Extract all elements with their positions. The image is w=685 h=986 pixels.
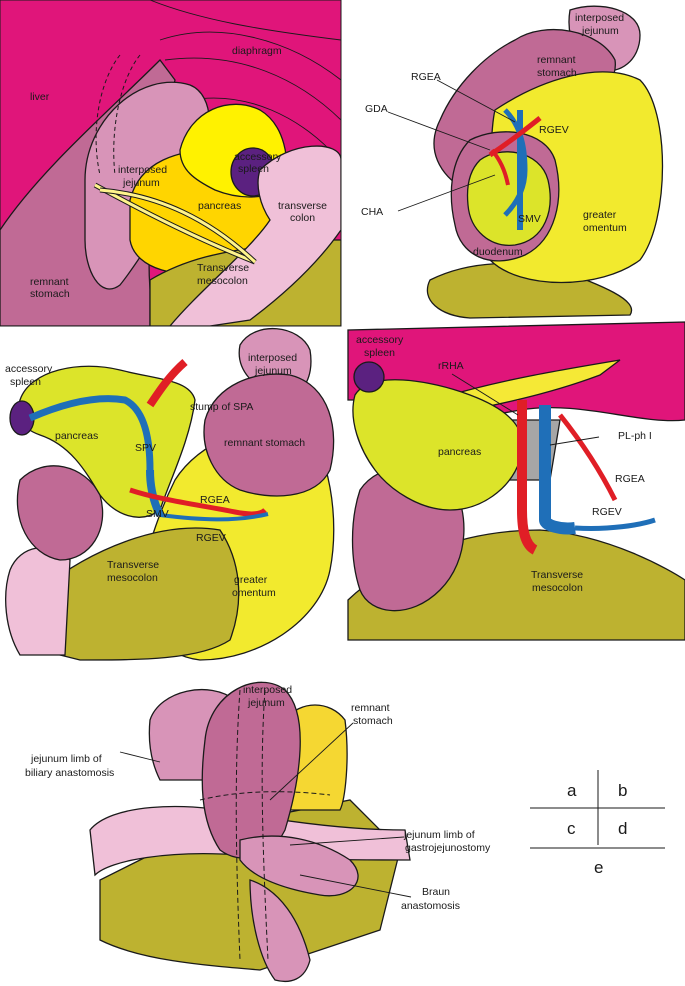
panel-e: interposed jejunum remnant stomach jejun…	[25, 681, 491, 983]
label-c-pancreas: pancreas	[55, 430, 98, 442]
label-c-greater-omentum-1: greater	[234, 574, 268, 586]
label-e-biliary-limb-2: biliary anastomosis	[25, 767, 114, 779]
label-e-remnant-stomach-2: stomach	[353, 715, 393, 727]
panel-d-rgev-vessel	[574, 517, 656, 531]
label-c-remnant-stomach: remnant stomach	[224, 437, 305, 449]
label-c-rgea: RGEA	[200, 494, 230, 506]
legend-a: a	[567, 781, 577, 800]
label-b-rgea: RGEA	[411, 71, 441, 83]
label-e-braun-1: Braun	[422, 886, 450, 898]
panel-c-colon	[5, 547, 71, 656]
panel-legend: a b c d e	[530, 770, 665, 877]
label-c-spv: SPV	[135, 442, 156, 454]
panel-c-transverse-mesocolon	[39, 527, 240, 661]
label-c-transverse-mesocolon-2: mesocolon	[107, 572, 158, 584]
label-c-stump-of-spa: stump of SPA	[190, 401, 253, 413]
panel-c-spv-vessel	[28, 395, 154, 471]
label-c-accessory-spleen-1: accessory	[5, 363, 53, 375]
label-b-rgev: RGEV	[539, 124, 569, 136]
label-b-interposed-jejunum-1: interposed	[575, 12, 624, 24]
label-a-interposed-jejunum-1: interposed	[118, 164, 167, 176]
panel-d-rrha-vessel	[517, 400, 538, 555]
legend-d: d	[618, 819, 627, 838]
label-d-transverse-mesocolon-2: mesocolon	[532, 582, 583, 594]
legend-e: e	[594, 858, 603, 877]
label-a-diaphragm: diaphragm	[232, 45, 282, 57]
label-a-accessory-spleen-2: spleen	[238, 163, 269, 175]
panel-a: diaphragm liver accessory spleen interpo…	[0, 0, 342, 327]
label-d-transverse-mesocolon-1: Transverse	[531, 569, 583, 581]
panel-c: accessory spleen interposed jejunum stum…	[5, 327, 335, 661]
panel-a-transverse-colon	[169, 145, 341, 326]
label-b-smv: SMV	[518, 213, 541, 225]
label-b-duodenum: duodenum	[473, 246, 523, 258]
label-c-smv: SMV	[146, 508, 169, 520]
label-d-rrha: rRHA	[438, 360, 464, 372]
panel-e-remnant-stomach	[201, 681, 301, 859]
label-e-interposed-jejunum-1: interposed	[243, 684, 292, 696]
label-a-interposed-jejunum-2: jejunum	[122, 177, 160, 189]
label-a-pancreas: pancreas	[198, 200, 241, 212]
label-d-rgea: RGEA	[615, 473, 645, 485]
label-c-interposed-jejunum-2: jejunum	[254, 365, 292, 377]
label-b-greater-omentum-2: omentum	[583, 222, 627, 234]
panel-d-smv-vessel	[539, 405, 576, 535]
label-d-pancreas: pancreas	[438, 446, 481, 458]
panel-b-rgev-vessel	[503, 108, 528, 217]
panel-d-yellow-ligament	[438, 359, 621, 411]
label-a-transverse-colon-2: colon	[290, 212, 315, 224]
panel-d: accessory spleen rRHA PL-ph I pancreas R…	[347, 321, 685, 641]
panel-d-accessory-spleen	[353, 361, 385, 393]
label-c-greater-omentum-2: omentum	[232, 587, 276, 599]
label-a-remnant-stomach-2: stomach	[30, 288, 70, 300]
panel-c-spa-stump	[146, 358, 188, 408]
label-a-transverse-mesocolon-1: Transverse	[197, 262, 249, 274]
label-b-interposed-jejunum-2: jejunum	[581, 25, 619, 37]
panel-c-stomach-lobe	[16, 465, 104, 561]
legend-c: c	[567, 819, 576, 838]
panel-b-base	[426, 262, 633, 319]
label-d-pl-ph-i: PL-ph I	[618, 430, 652, 442]
label-a-accessory-spleen-1: accessory	[234, 151, 282, 163]
label-c-interposed-jejunum-1: interposed	[248, 352, 297, 364]
label-a-liver: liver	[30, 91, 50, 103]
panel-e-lower-limb	[249, 879, 311, 983]
label-b-remnant-stomach-2: stomach	[537, 67, 577, 79]
label-e-remnant-stomach-1: remnant	[351, 702, 390, 714]
panel-b-gda-vessel	[490, 148, 510, 186]
label-a-transverse-mesocolon-2: mesocolon	[197, 275, 248, 287]
panel-c-rgea-vessel	[129, 487, 267, 517]
panel-b-duodenum	[466, 151, 551, 246]
panel-d-pancreas	[352, 379, 524, 511]
panel-d-rgea-vessel	[558, 413, 618, 502]
label-b-gda: GDA	[365, 103, 388, 115]
label-b-cha: CHA	[361, 206, 383, 218]
label-d-rgev: RGEV	[592, 506, 622, 518]
label-e-gastro-limb-2: gastrojejunostomy	[405, 842, 491, 854]
label-e-interposed-jejunum-2: jejunum	[247, 697, 285, 709]
label-e-biliary-limb-1: jejunum limb of	[30, 753, 102, 765]
label-b-greater-omentum-1: greater	[583, 209, 617, 221]
label-c-rgev: RGEV	[196, 532, 226, 544]
legend-b: b	[618, 781, 627, 800]
panel-c-rgev-vessel	[159, 512, 269, 522]
label-d-accessory-spleen-2: spleen	[364, 347, 395, 359]
label-a-transverse-colon-1: transverse	[278, 200, 327, 212]
panel-b: interposed jejunum remnant stomach RGEA …	[361, 5, 664, 319]
label-e-gastro-limb-1: jejunum limb of	[403, 829, 475, 841]
label-e-braun-2: anastomosis	[401, 900, 460, 912]
panel-c-remnant-stomach	[203, 373, 335, 497]
label-d-accessory-spleen-1: accessory	[356, 334, 404, 346]
label-b-remnant-stomach-1: remnant	[537, 54, 576, 66]
label-a-remnant-stomach-1: remnant	[30, 276, 69, 288]
label-c-transverse-mesocolon-1: Transverse	[107, 559, 159, 571]
label-c-accessory-spleen-2: spleen	[10, 376, 41, 388]
